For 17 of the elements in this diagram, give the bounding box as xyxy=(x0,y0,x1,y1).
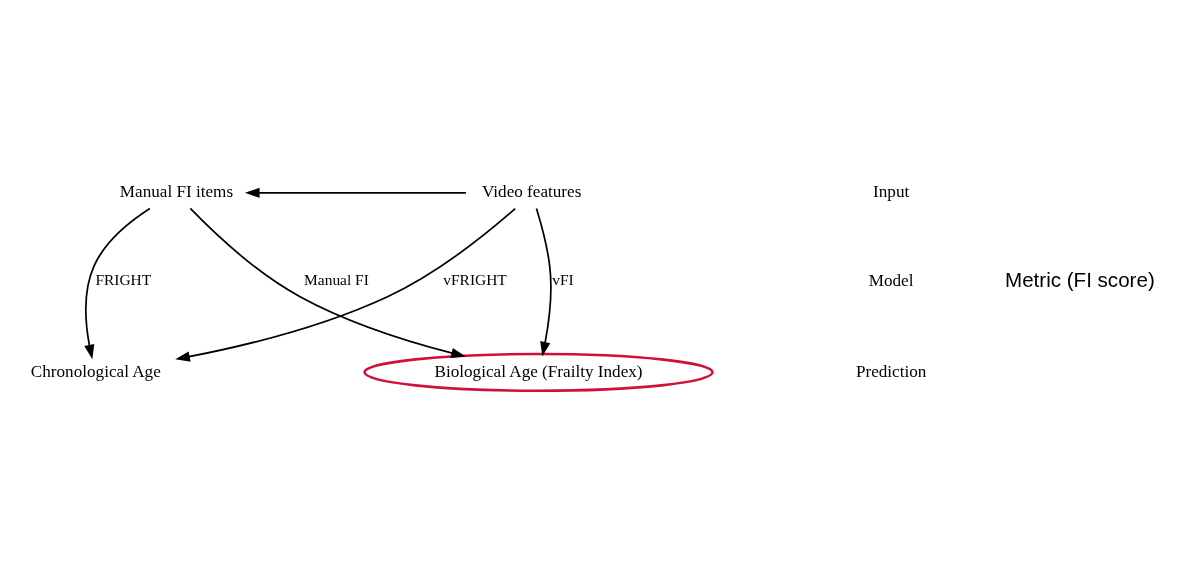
node-text: Chronological Age xyxy=(30,361,161,381)
edge-label: FRIGHT xyxy=(95,271,152,289)
label: Metric (FI score) xyxy=(1005,267,1155,291)
edge-label: Manual FI xyxy=(304,271,369,289)
label: Input xyxy=(873,182,910,202)
arrow xyxy=(535,207,552,357)
node-text: Video features xyxy=(481,182,582,202)
arrow xyxy=(189,207,466,358)
edge-label: vFI xyxy=(552,271,574,289)
label: Prediction xyxy=(855,361,927,381)
edge-label: vFRIGHT xyxy=(443,271,507,289)
node-text: Manual FI items xyxy=(119,182,234,202)
label: Model xyxy=(868,270,914,290)
arrow xyxy=(244,187,467,198)
arrow xyxy=(175,207,517,362)
arrow xyxy=(84,207,151,360)
node-ellipse: Biological Age (Frailty Index) xyxy=(363,352,714,393)
